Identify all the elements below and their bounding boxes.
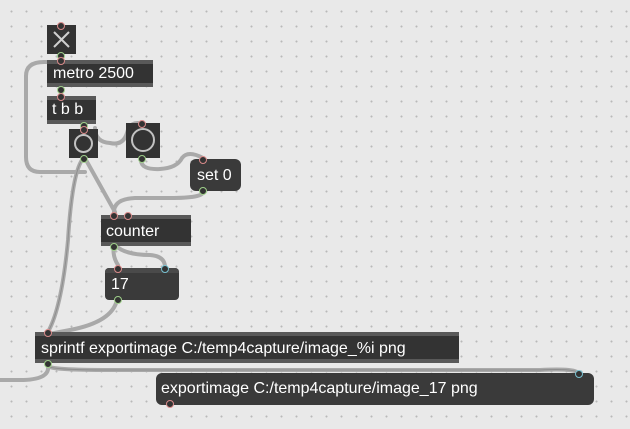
set-message-inlet[interactable]: [199, 156, 207, 164]
trigger-label: t b b: [52, 101, 84, 118]
output-message-cyan-inlet[interactable]: [575, 370, 583, 378]
sprintf-outlet[interactable]: [44, 360, 52, 368]
cord-counter-extra: [114, 244, 167, 268]
counter-object[interactable]: counter: [101, 215, 191, 246]
counter-extra-outlet[interactable]: [161, 265, 169, 273]
output-message-label: exportimage C:/temp4capture/image_17 png: [161, 380, 478, 397]
cord-bang-sprintf: [47, 158, 84, 332]
output-message-inlet[interactable]: [166, 400, 174, 408]
cord-loop-back: [24, 60, 87, 174]
metro-object[interactable]: metro 2500: [47, 60, 153, 87]
sprintf-inlet[interactable]: [44, 329, 52, 337]
metro-label: metro 2500: [53, 65, 134, 82]
number-box-inlet[interactable]: [114, 265, 122, 273]
cord-reset-set: [139, 152, 205, 172]
metro-inlet-bar: [47, 60, 153, 64]
output-message-box[interactable]: exportimage C:/temp4capture/image_17 png: [156, 373, 594, 405]
trigger-inlet-bar: [47, 96, 96, 100]
number-box-top-edge: [105, 268, 179, 273]
toggle-inlet[interactable]: [57, 22, 65, 30]
x-icon: [53, 31, 70, 48]
metro-outlet-bar: [47, 83, 153, 87]
bang-circle-icon: [74, 134, 93, 153]
reset-bang-circle-icon: [131, 128, 155, 152]
toggle-button[interactable]: [47, 25, 76, 54]
number-box[interactable]: 17: [105, 268, 179, 300]
number-box-value: 17: [111, 276, 129, 293]
counter-outlet-bar: [101, 242, 191, 246]
sprintf-label: sprintf exportimage C:/temp4capture/imag…: [41, 340, 406, 357]
reset-bang-button[interactable]: [126, 123, 160, 158]
reset-bang-outlet[interactable]: [138, 155, 146, 163]
counter-inlet-left[interactable]: [110, 212, 118, 220]
set-message-outlet[interactable]: [199, 187, 207, 195]
counter-outlet[interactable]: [110, 243, 118, 251]
cord-bang-counter: [84, 158, 117, 214]
sprintf-inlet-bar: [35, 332, 459, 336]
sprintf-object[interactable]: sprintf exportimage C:/temp4capture/imag…: [35, 332, 459, 363]
bang-inlet[interactable]: [80, 126, 88, 134]
trigger-inlet[interactable]: [57, 93, 65, 101]
sprintf-outlet-bar: [35, 359, 459, 363]
cord-number-sprintf: [47, 298, 119, 336]
bang-outlet[interactable]: [80, 155, 88, 163]
metro-inlet[interactable]: [57, 57, 65, 65]
counter-label: counter: [106, 223, 160, 240]
number-box-outlet[interactable]: [114, 296, 122, 304]
cord-set-counter: [112, 190, 205, 214]
counter-inlet-right[interactable]: [124, 212, 132, 220]
set-message-box[interactable]: set 0: [190, 159, 241, 191]
reset-bang-inlet[interactable]: [138, 120, 146, 128]
trigger-outlet-bar: [47, 120, 96, 124]
set-message-label: set 0: [197, 167, 232, 184]
cord-sprintf-offscreen: [0, 364, 51, 382]
trigger-object[interactable]: t b b: [47, 96, 96, 124]
counter-inlet-bar: [101, 215, 191, 219]
